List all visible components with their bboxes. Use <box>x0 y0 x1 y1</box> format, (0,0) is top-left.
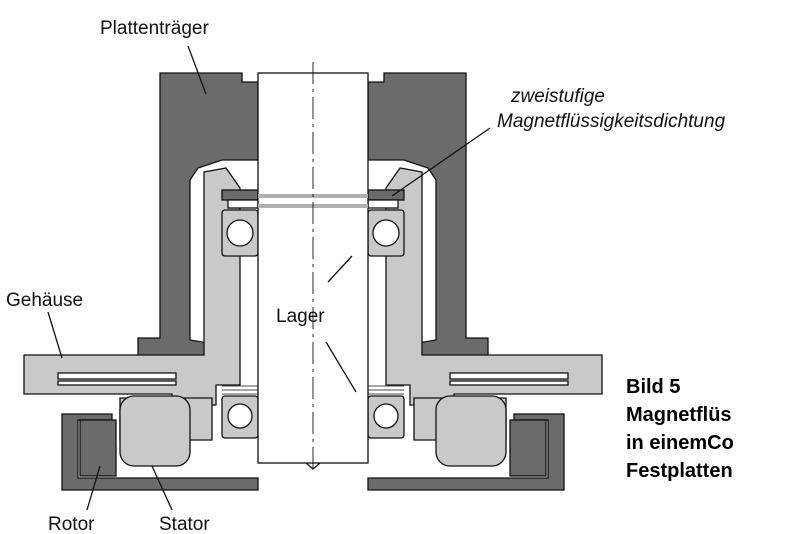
lower-seal-left <box>222 385 258 395</box>
leader-dichtung <box>391 127 491 197</box>
seal-ring-left <box>221 189 259 201</box>
lower-bearing-ball-left <box>227 403 253 429</box>
rotor-magnet-left <box>79 419 117 477</box>
label-rotor: Rotor <box>48 514 95 534</box>
leader-lager-lower <box>325 341 357 393</box>
caption-line3: in einemCo <box>626 432 734 454</box>
housing-left <box>23 167 241 406</box>
caption-line2: Magnetflüs <box>626 404 732 426</box>
label-gehaeuse: Gehäuse <box>6 290 83 311</box>
rotor-cup-left <box>61 413 259 491</box>
leader-rotor <box>86 465 101 511</box>
label-lager: Lager <box>276 306 325 327</box>
shaft-tip <box>305 462 321 470</box>
upper-bearing-ball-left <box>226 219 254 247</box>
housing-groove-left-2 <box>57 380 177 386</box>
leader-plattentraeger <box>187 45 207 95</box>
seal-pole-left <box>227 199 259 209</box>
caption-line1: Bild 5 <box>626 376 680 398</box>
platter-hub-left <box>137 72 259 359</box>
label-dichtung-line2: Magnetflüssigkeitsdichtung <box>497 111 726 132</box>
left-half-assembly <box>23 72 259 491</box>
leader-lager-upper <box>327 255 353 283</box>
housing-groove-left <box>57 372 177 380</box>
stator-left <box>119 395 191 467</box>
leader-gehaeuse <box>47 311 63 359</box>
caption-line4: Festplatten <box>626 460 733 482</box>
label-stator: Stator <box>159 514 210 534</box>
label-dichtung-line1: zweistufige <box>510 86 605 107</box>
leader-stator <box>151 465 173 511</box>
label-plattentraeger: Plattenträger <box>100 18 209 39</box>
